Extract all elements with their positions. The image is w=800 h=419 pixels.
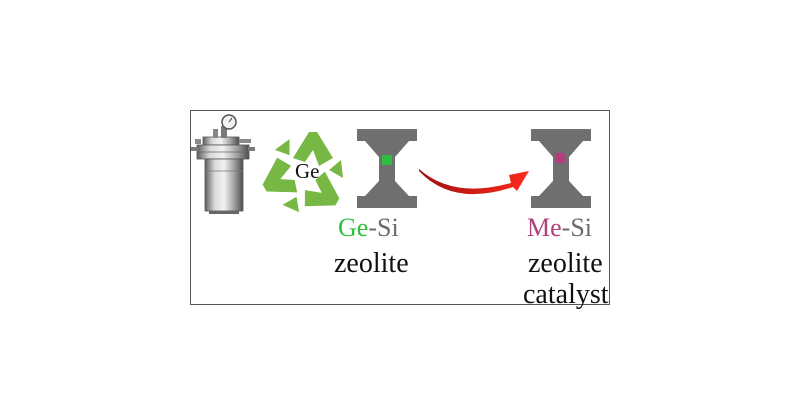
diagram-frame: Ge Ge-Si zeolite Me-Si zeolite catalyst: [190, 110, 610, 309]
me-metal-label: Me: [527, 213, 562, 242]
me-si-label: Me-Si: [527, 215, 592, 241]
autoclave-icon: [191, 114, 255, 214]
me-framework-label: Si: [570, 213, 593, 242]
ge-si-separator: -: [368, 213, 377, 242]
me-zeolite-cage: [531, 129, 591, 208]
diagram-graphics: [191, 114, 591, 214]
ge-si-label: Ge-Si: [338, 215, 399, 241]
catalyst-label: catalyst: [523, 279, 609, 310]
ge-site: [382, 155, 392, 165]
ge-zeolite-label: zeolite: [334, 248, 409, 279]
ge-zeolite-cage: [357, 129, 417, 208]
recycle-label: Ge: [295, 159, 320, 183]
conversion-arrow: [419, 169, 529, 195]
me-zeolite-label: zeolite: [528, 248, 603, 279]
recycle-icon: [262, 132, 343, 213]
me-si-separator: -: [561, 213, 571, 242]
ge-metal-label: Ge: [338, 213, 369, 242]
me-site: [555, 153, 565, 163]
ge-framework-label: Si: [377, 213, 399, 242]
